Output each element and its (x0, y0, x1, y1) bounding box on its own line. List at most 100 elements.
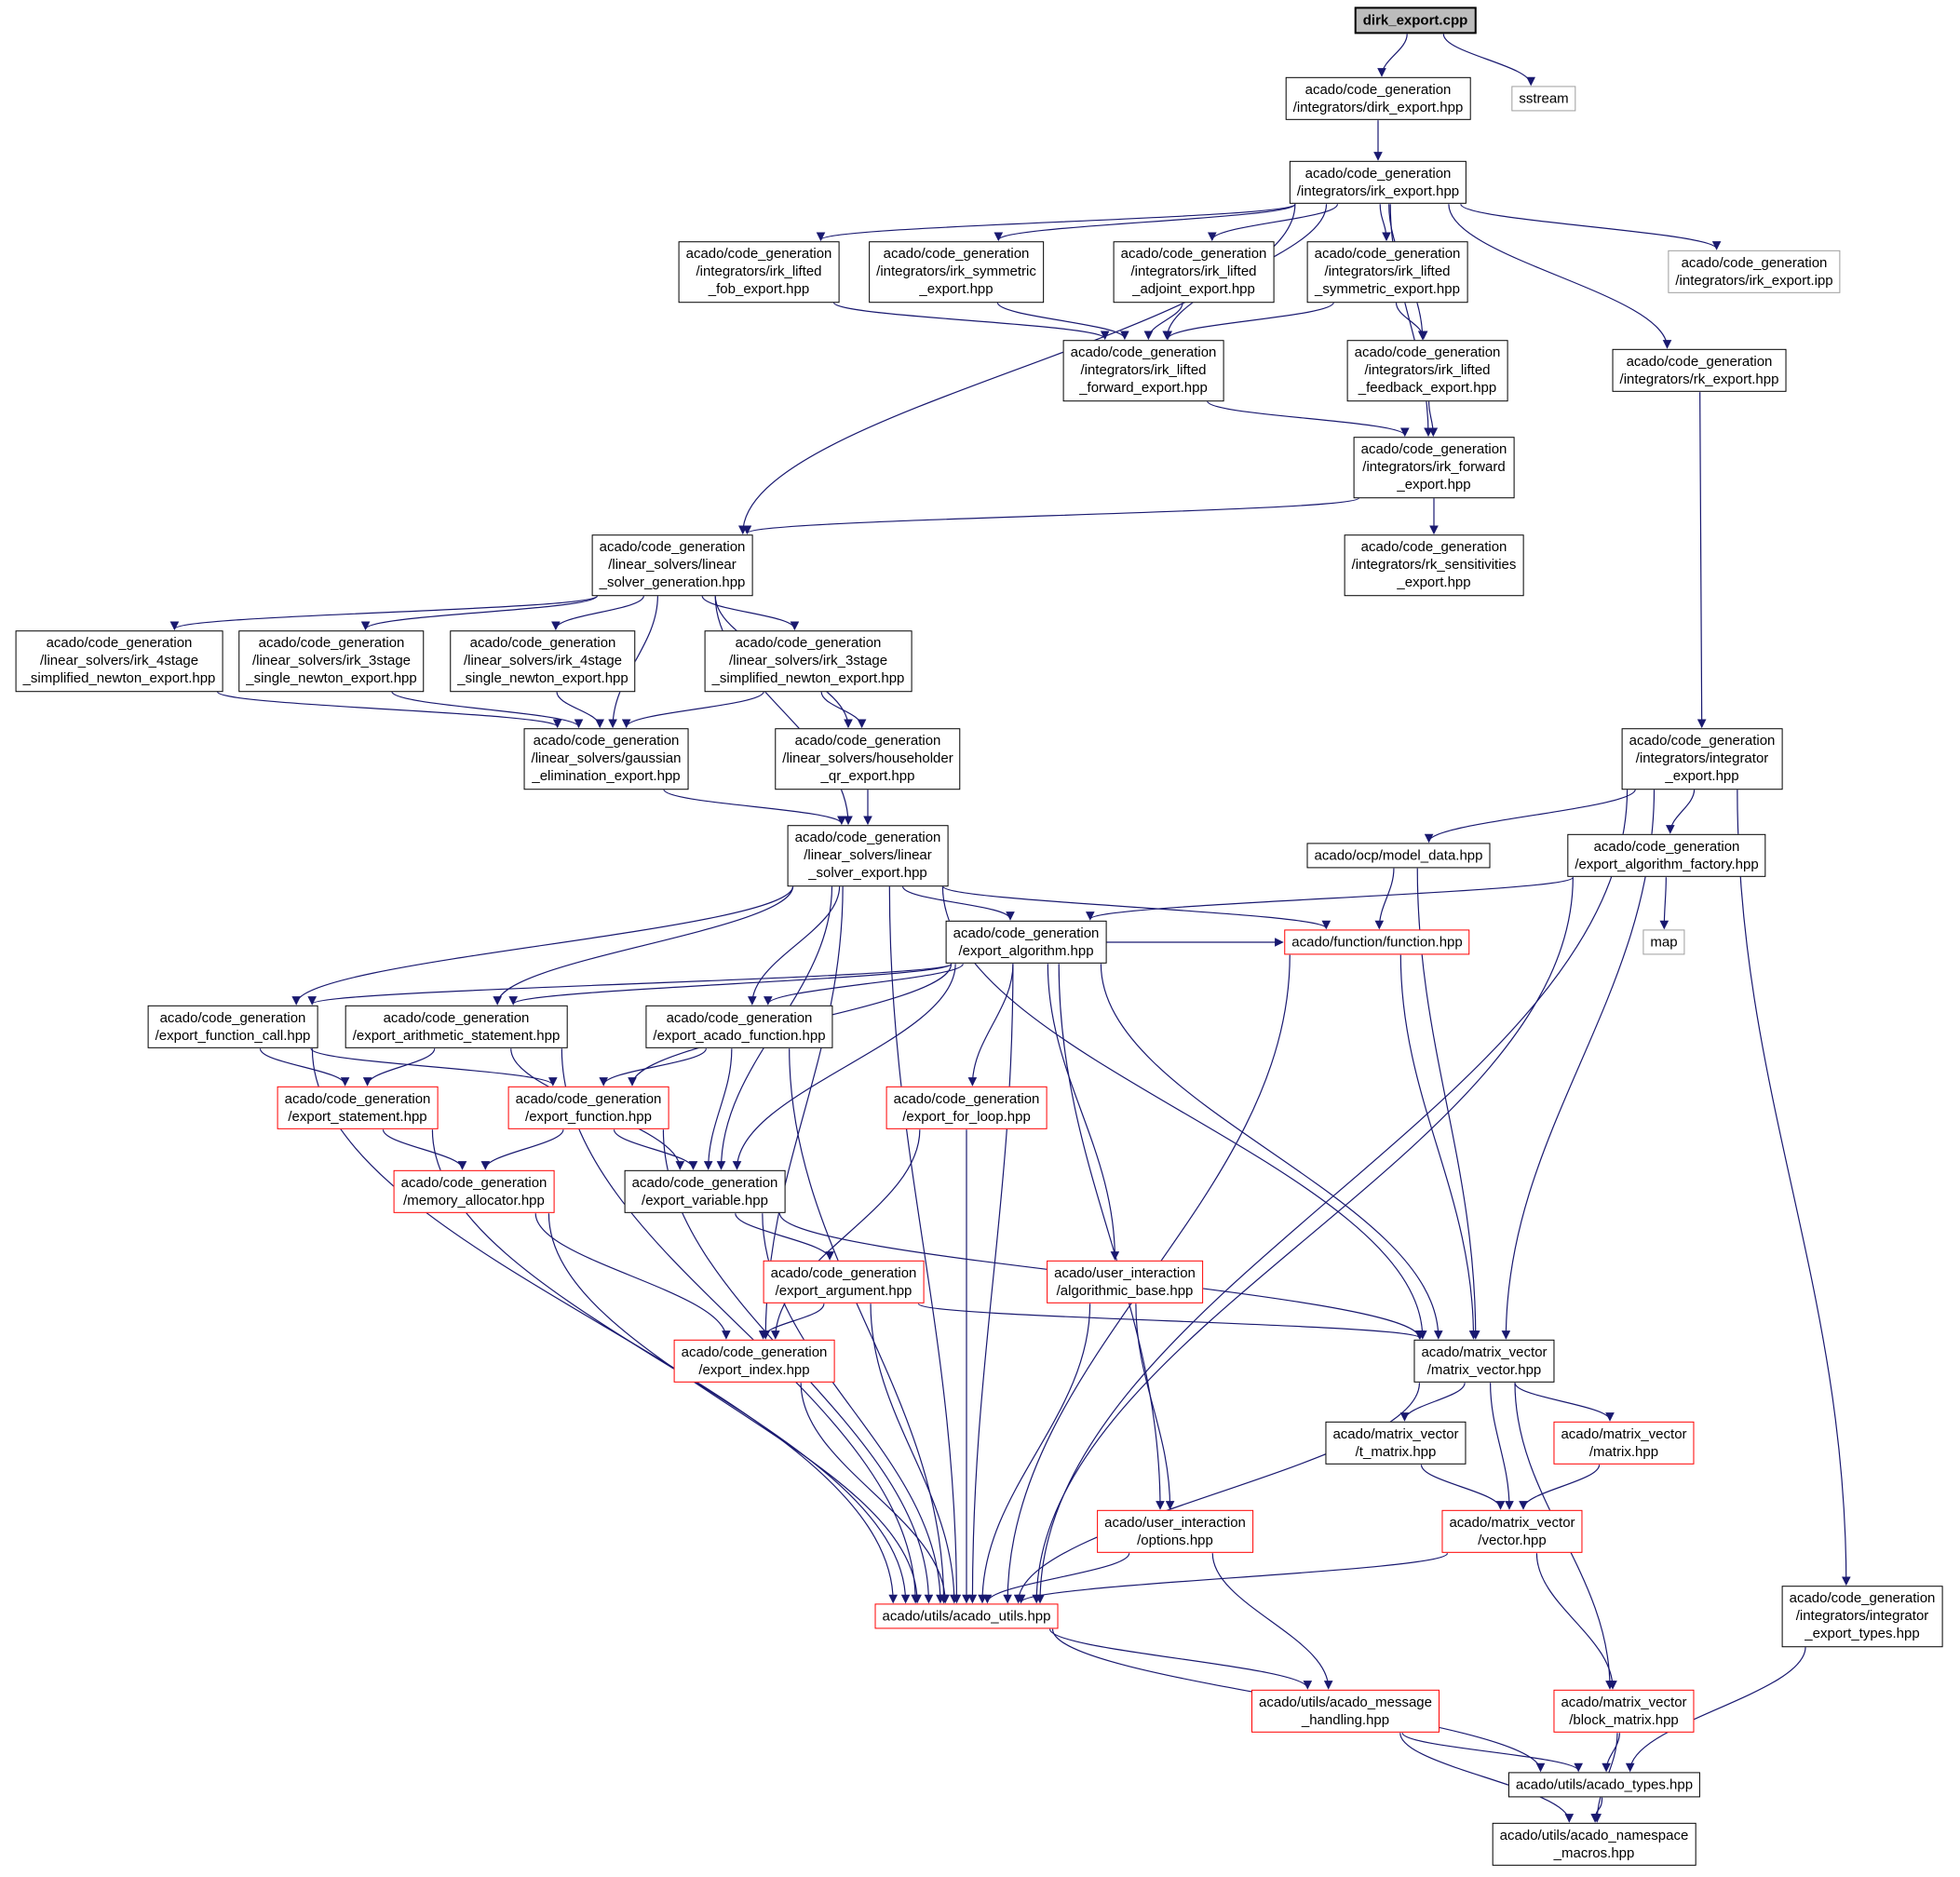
edge-integrator_export_types_hpp-acado_types_hpp (1625, 1646, 1806, 1773)
node-integrator-export-types-hpp[interactable]: acado/code_generation /integrators/integ… (1781, 1586, 1943, 1647)
edge-linear_solver_export_hpp-export_acado_function_hpp (748, 885, 841, 1006)
edge-linear_solver_generation_hpp-linear_solver_export_hpp (714, 595, 853, 826)
node-export-acado-function-hpp[interactable]: acado/code_generation /export_acado_func… (645, 1005, 833, 1049)
node-export-function-call-hpp[interactable]: acado/code_generation /export_function_c… (147, 1005, 318, 1049)
edge-irk_4stage_simplified_newton_export_hpp-gaussian_elimination_export_hpp (216, 691, 562, 729)
node-irk-lifted-symmetric-export-hpp[interactable]: acado/code_generation /integrators/irk_l… (1306, 241, 1468, 303)
node-export-statement-hpp[interactable]: acado/code_generation /export_statement.… (277, 1086, 439, 1130)
edge-t_matrix_hpp-vector_hpp (1420, 1465, 1506, 1510)
edge-matrix_vector_hpp-t_matrix_hpp (1399, 1383, 1466, 1422)
edge-irk_4stage_single_newton_export_hpp-gaussian_elimination_export_hpp (556, 691, 604, 729)
node-sstream: sstream (1511, 86, 1576, 112)
edge-export_argument_hpp-acado_utils_hpp (870, 1303, 959, 1604)
node-linear-solver-generation-hpp[interactable]: acado/code_generation /linear_solvers/li… (591, 534, 753, 596)
node-model-data-hpp[interactable]: acado/ocp/model_data.hpp (1306, 843, 1491, 869)
node-irk-lifted-adjoint-export-hpp[interactable]: acado/code_generation /integrators/irk_l… (1113, 241, 1275, 303)
edge-irk_symmetric_export_hpp-irk_lifted_forward_export_hpp (996, 302, 1129, 341)
node-vector-hpp[interactable]: acado/matrix_vector /vector.hpp (1441, 1509, 1583, 1554)
edge-export_acado_function_hpp-export_variable_hpp (703, 1048, 733, 1170)
edge-export_algorithm_hpp-export_function_call_hpp (307, 963, 953, 1006)
edge-irk_lifted_fob_export_hpp-irk_lifted_forward_export_hpp (832, 302, 1110, 341)
node-gaussian-elimination-export-hpp[interactable]: acado/code_generation /linear_solvers/ga… (523, 728, 689, 790)
node-options-hpp[interactable]: acado/user_interaction /options.hpp (1097, 1509, 1253, 1554)
node-integrator-export-hpp[interactable]: acado/code_generation /integrators/integ… (1621, 728, 1783, 790)
node-t-matrix-hpp[interactable]: acado/matrix_vector /t_matrix.hpp (1325, 1421, 1467, 1465)
node-block-matrix-hpp[interactable]: acado/matrix_vector /block_matrix.hpp (1553, 1689, 1695, 1734)
edge-export_algorithm_hpp-export_arithmetic_statement_hpp (508, 963, 953, 1006)
edge-export_statement_hpp-memory_allocator_hpp (382, 1128, 467, 1170)
edge-irk_lifted_forward_export_hpp-irk_forward_export_hpp (1207, 400, 1410, 438)
edge-acado_types_hpp-acado_namespace_macros_hpp (1590, 1797, 1603, 1823)
node-irk-3stage-single-newton-export-hpp[interactable]: acado/code_generation /linear_solvers/ir… (238, 630, 425, 692)
edge-irk_export_hpp-irk_symmetric_export_hpp (994, 203, 1296, 242)
edge-export_algorithm_factory_hpp-export_algorithm_hpp (1086, 876, 1574, 921)
node-function-hpp[interactable]: acado/function/function.hpp (1284, 929, 1470, 955)
edge-irk_export_hpp-irk_lifted_fob_export_hpp (816, 203, 1296, 242)
node-export-for-loop-hpp[interactable]: acado/code_generation /export_for_loop.h… (885, 1086, 1048, 1130)
node-rk-export-hpp[interactable]: acado/code_generation /integrators/rk_ex… (1612, 348, 1787, 393)
node-acado-message-handling-hpp[interactable]: acado/utils/acado_message _handling.hpp (1251, 1689, 1440, 1734)
node-irk-lifted-feedback-export-hpp[interactable]: acado/code_generation /integrators/irk_l… (1346, 340, 1508, 401)
edge-irk_lifted_symmetric_export_hpp-irk_lifted_forward_export_hpp (1163, 302, 1334, 341)
node-acado-utils-hpp[interactable]: acado/utils/acado_utils.hpp (874, 1603, 1059, 1629)
edge-function_hpp-matrix_vector_hpp (1399, 954, 1479, 1340)
edge-linear_solver_generation_hpp-irk_3stage_simplified_newton_export_hpp (701, 595, 800, 631)
node-irk-lifted-forward-export-hpp[interactable]: acado/code_generation /integrators/irk_l… (1062, 340, 1224, 401)
edge-export_function_hpp-memory_allocator_hpp (480, 1128, 564, 1170)
edge-matrix_vector_hpp-acado_utils_hpp (1013, 1383, 1421, 1604)
edge-linear_solver_export_hpp-acado_utils_hpp (888, 885, 962, 1604)
edge-export_index_hpp-acado_utils_hpp (800, 1383, 950, 1604)
edge-options_hpp-acado_message_handling_hpp (1211, 1553, 1333, 1690)
edge-export_algorithm_hpp-export_variable_hpp (732, 964, 956, 1170)
node-export-index-hpp[interactable]: acado/code_generation /export_index.hpp (673, 1339, 835, 1384)
edge-rk_export_hpp-integrator_export_hpp (1696, 392, 1707, 729)
node-export-function-hpp[interactable]: acado/code_generation /export_function.h… (507, 1086, 669, 1130)
node-export-algorithm-hpp[interactable]: acado/code_generation /export_algorithm.… (945, 920, 1107, 965)
edge-memory_allocator_hpp-export_index_hpp (534, 1213, 731, 1340)
edge-export_algorithm_factory_hpp-map (1659, 877, 1669, 930)
edge-irk_lifted_adjoint_export_hpp-irk_lifted_forward_export_hpp (1143, 302, 1183, 341)
edge-linear_solver_generation_hpp-irk_4stage_single_newton_export_hpp (551, 595, 645, 631)
node-irk-forward-export-hpp[interactable]: acado/code_generation /integrators/irk_f… (1353, 437, 1515, 498)
edge-matrix_hpp-vector_hpp (1519, 1465, 1601, 1510)
node-acado-namespace-macros-hpp[interactable]: acado/utils/acado_namespace _macros.hpp (1492, 1822, 1696, 1867)
edge-linear_solver_export_hpp-export_arithmetic_statement_hpp (493, 885, 794, 1006)
edge-irk_lifted_feedback_export_hpp-irk_forward_export_hpp (1427, 400, 1439, 438)
node-irk-lifted-fob-export-hpp[interactable]: acado/code_generation /integrators/irk_l… (678, 241, 840, 303)
node-irk-symmetric-export-hpp[interactable]: acado/code_generation /integrators/irk_s… (869, 241, 1044, 303)
edge-algorithmic_base_hpp-acado_utils_hpp (978, 1303, 1091, 1604)
edge-linear_solver_export_hpp-export_algorithm_hpp (901, 885, 1015, 921)
node-irk-export-hpp[interactable]: acado/code_generation /integrators/irk_e… (1289, 160, 1467, 205)
node-algorithmic-base-hpp[interactable]: acado/user_interaction /algorithmic_base… (1047, 1260, 1203, 1304)
node-matrix-vector-hpp[interactable]: acado/matrix_vector /matrix_vector.hpp (1413, 1339, 1555, 1384)
node-export-algorithm-factory-hpp[interactable]: acado/code_generation /export_algorithm_… (1567, 833, 1766, 878)
edge-export_algorithm_factory_hpp-acado_utils_hpp (1032, 877, 1574, 1604)
edge-block_matrix_hpp-acado_types_hpp (1602, 1733, 1620, 1773)
edge-integrator_export_hpp-model_data_hpp (1424, 789, 1636, 844)
node-rk-sensitivities-export-hpp[interactable]: acado/code_generation /integrators/rk_se… (1344, 534, 1524, 596)
edge-linear_solver_export_hpp-function_hpp (941, 885, 1331, 930)
edge-acado_message_handling_hpp-acado_namespace_macros_hpp (1399, 1733, 1575, 1823)
node-export-arithmetic-statement-hpp[interactable]: acado/code_generation /export_arithmetic… (345, 1005, 568, 1049)
node-map: map (1642, 929, 1685, 955)
edge-export_arithmetic_statement_hpp-acado_utils_hpp (561, 1048, 920, 1604)
edge-memory_allocator_hpp-acado_utils_hpp (547, 1213, 922, 1604)
node-irk-3stage-simplified-newton-export-hpp[interactable]: acado/code_generation /linear_solvers/ir… (704, 630, 912, 692)
edge-export_acado_function_hpp-acado_utils_hpp (789, 1048, 949, 1604)
node-linear-solver-export-hpp[interactable]: acado/code_generation /linear_solvers/li… (787, 825, 949, 886)
node-acado-types-hpp[interactable]: acado/utils/acado_types.hpp (1507, 1772, 1701, 1798)
edge-integrator_export_hpp-integrator_export_types_hpp (1737, 789, 1851, 1587)
node-memory-allocator-hpp[interactable]: acado/code_generation /memory_allocator.… (393, 1169, 555, 1214)
node-dirk-export-hpp[interactable]: acado/code_generation /integrators/dirk_… (1285, 76, 1471, 121)
edge-irk_export_hpp-irk_lifted_symmetric_export_hpp (1379, 204, 1391, 242)
node-irk-4stage-simplified-newton-export-hpp[interactable]: acado/code_generation /linear_solvers/ir… (15, 630, 223, 692)
node-matrix-hpp[interactable]: acado/matrix_vector /matrix.hpp (1553, 1421, 1695, 1465)
node-export-argument-hpp[interactable]: acado/code_generation /export_argument.h… (763, 1260, 925, 1304)
node-householder-qr-export-hpp[interactable]: acado/code_generation /linear_solvers/ho… (775, 728, 961, 790)
node-export-variable-hpp[interactable]: acado/code_generation /export_variable.h… (624, 1169, 786, 1214)
edge-vector_hpp-block_matrix_hpp (1535, 1553, 1617, 1690)
edge-export_algorithm_hpp-algorithmic_base_hpp (1047, 964, 1120, 1261)
node-irk-4stage-single-newton-export-hpp[interactable]: acado/code_generation /linear_solvers/ir… (450, 630, 636, 692)
